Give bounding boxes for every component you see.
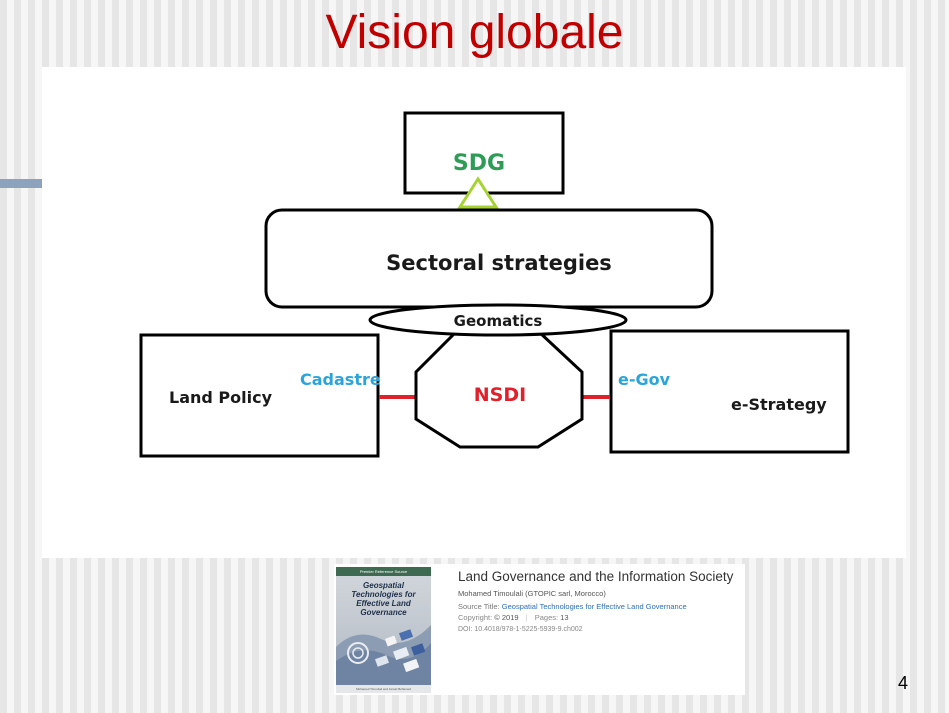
sdg-box bbox=[403, 111, 565, 195]
meta-separator: | bbox=[525, 613, 528, 622]
slide-title: Vision globale bbox=[325, 6, 624, 59]
cover-footer: Mohamed Timoulali and Jamal Mohamed bbox=[336, 685, 431, 693]
book-author: Mohamed Timoulali (GTOPIC sarl, Morocco) bbox=[458, 589, 606, 598]
book-doi: DOI: 10.4018/978-1-5225-5939-9.ch002 bbox=[458, 624, 743, 635]
cover-map-art-icon bbox=[336, 625, 431, 685]
cover-band: Premier Reference Source bbox=[336, 567, 431, 576]
copyright-value: © 2019 bbox=[494, 613, 519, 622]
e-gov-label: e-Gov bbox=[618, 370, 671, 389]
pages-value: 13 bbox=[560, 613, 569, 622]
land-policy-label: Land Policy bbox=[169, 388, 273, 407]
source-title-link[interactable]: Geospatial Technologies for Effective La… bbox=[501, 602, 687, 611]
book-cover-image[interactable]: Premier Reference Source Geospatial Tech… bbox=[336, 567, 431, 693]
doi-label: DOI: bbox=[458, 626, 473, 633]
pages-label: Pages: bbox=[534, 613, 559, 622]
copyright-label: Copyright: bbox=[458, 613, 493, 622]
geomatics-label: Geomatics bbox=[454, 312, 543, 330]
up-arrow-icon bbox=[457, 176, 499, 209]
cadastre-label: Cadastre bbox=[300, 370, 381, 389]
strategy-diagram: SDG Sectoral strategies Land Policy Cada… bbox=[139, 111, 850, 458]
book-source: Source Title: Geospatial Technologies fo… bbox=[458, 601, 743, 612]
land-policy-box bbox=[139, 333, 380, 458]
nsdi-label: NSDI bbox=[474, 384, 526, 406]
book-info: Land Governance and the Information Soci… bbox=[458, 568, 743, 635]
book-meta: Copyright: © 2019 | Pages: 13 bbox=[458, 612, 743, 623]
diagram-panel: SDG Sectoral strategies Land Policy Cada… bbox=[42, 67, 906, 558]
source-label: Source Title: bbox=[458, 602, 500, 611]
book-reference-card[interactable]: Premier Reference Source Geospatial Tech… bbox=[334, 564, 745, 695]
e-strategy-label: e-Strategy bbox=[731, 395, 827, 414]
e-strategy-box bbox=[609, 329, 850, 454]
cover-title: Geospatial Technologies for Effective La… bbox=[351, 581, 416, 617]
sectoral-strategies-label: Sectoral strategies bbox=[386, 251, 612, 275]
accent-bar bbox=[0, 179, 42, 188]
sdg-label: SDG bbox=[453, 151, 505, 176]
nsdi-hexagon bbox=[414, 329, 584, 449]
book-title-link[interactable]: Land Governance and the Information Soci… bbox=[458, 569, 734, 584]
geomatics-ellipse bbox=[368, 303, 628, 337]
page-number: 4 bbox=[898, 673, 909, 693]
doi-value[interactable]: 10.4018/978-1-5225-5939-9.ch002 bbox=[474, 626, 583, 633]
